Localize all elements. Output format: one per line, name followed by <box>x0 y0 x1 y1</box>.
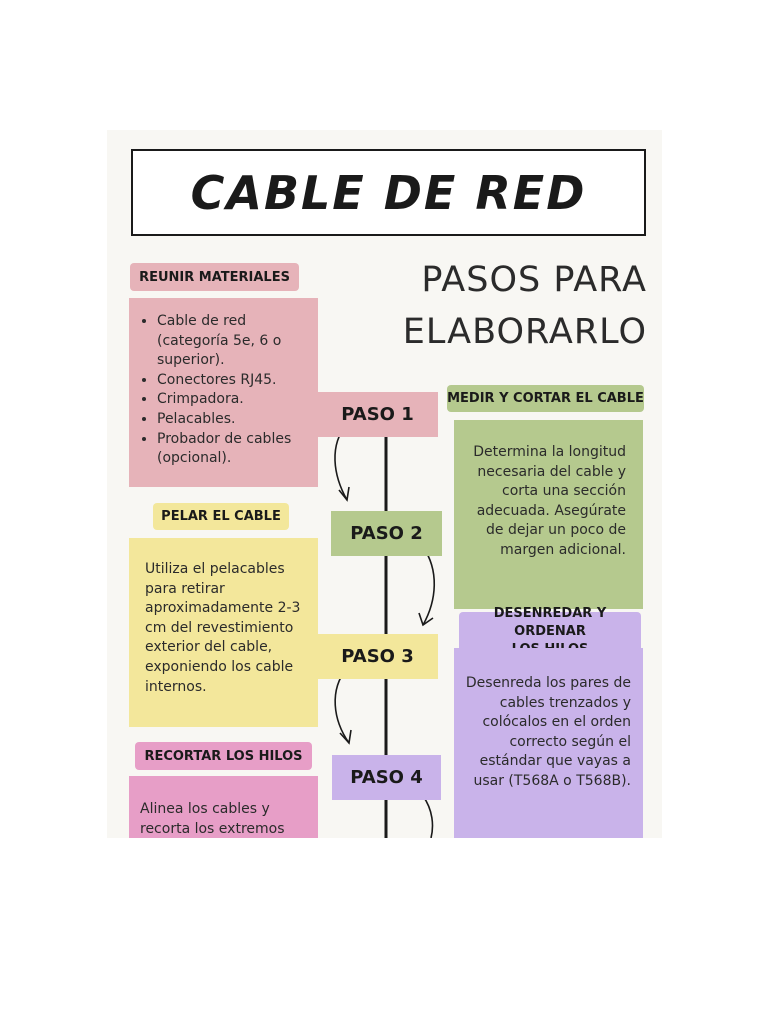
subtitle-line-1: PASOS PARA <box>421 260 647 300</box>
subtitle-line-2: ELABORARLO <box>402 312 647 352</box>
arrow-2-3 <box>422 546 436 626</box>
materials-item: Cable de red (categoría 5e, 6 o superior… <box>157 312 308 371</box>
materials-heading: REUNIR MATERIALES <box>130 263 299 291</box>
step-1-card: Determina la longitud necesaria del cabl… <box>454 420 643 609</box>
page-title: CABLE DE RED <box>190 165 587 220</box>
step-2-text: Utiliza el pelacables para retirar aprox… <box>145 561 301 695</box>
step-1-heading: MEDIR Y CORTAR EL CABLE <box>447 385 644 412</box>
step-4-card: Alinea los cables y recorta los extremos <box>129 776 318 838</box>
step-2-card: Utiliza el pelacables para retirar aprox… <box>129 538 318 727</box>
step-3-heading-line-1: DESENREDAR Y ORDENAR <box>493 606 607 639</box>
step-4-text: Alinea los cables y recorta los extremos <box>140 801 285 837</box>
materials-item: Conectores RJ45. <box>157 371 308 391</box>
subtitle: PASOS PARA ELABORARLO <box>347 254 647 358</box>
title-box: CABLE DE RED <box>131 149 646 236</box>
paso-3-badge: PASO 3 <box>317 634 438 679</box>
materials-item: Probador de cables (opcional). <box>157 430 308 469</box>
paso-2-badge: PASO 2 <box>331 511 442 556</box>
paso-4-badge: PASO 4 <box>332 755 441 800</box>
infographic-sheet: CABLE DE RED PASOS PARA ELABORARLO REUNI… <box>107 130 662 838</box>
materials-card: Cable de red (categoría 5e, 6 o superior… <box>129 298 318 487</box>
paso-1-badge: PASO 1 <box>317 392 438 437</box>
materials-list: Cable de red (categoría 5e, 6 o superior… <box>139 312 308 469</box>
materials-item: Pelacables. <box>157 410 308 430</box>
step-4-heading: RECORTAR LOS HILOS <box>135 742 312 770</box>
arrow-3-4 <box>334 667 350 744</box>
step-3-text: Desenreda los pares de cables trenzados … <box>465 675 631 789</box>
step-3-card: Desenreda los pares de cables trenzados … <box>454 648 643 838</box>
step-2-heading: PELAR EL CABLE <box>153 503 289 530</box>
materials-item: Crimpadora. <box>157 390 308 410</box>
step-3-heading: DESENREDAR Y ORDENAR LOS HILOS <box>459 606 641 657</box>
step-1-text: Determina la longitud necesaria del cabl… <box>473 444 626 558</box>
arrow-4-5 <box>422 795 434 838</box>
